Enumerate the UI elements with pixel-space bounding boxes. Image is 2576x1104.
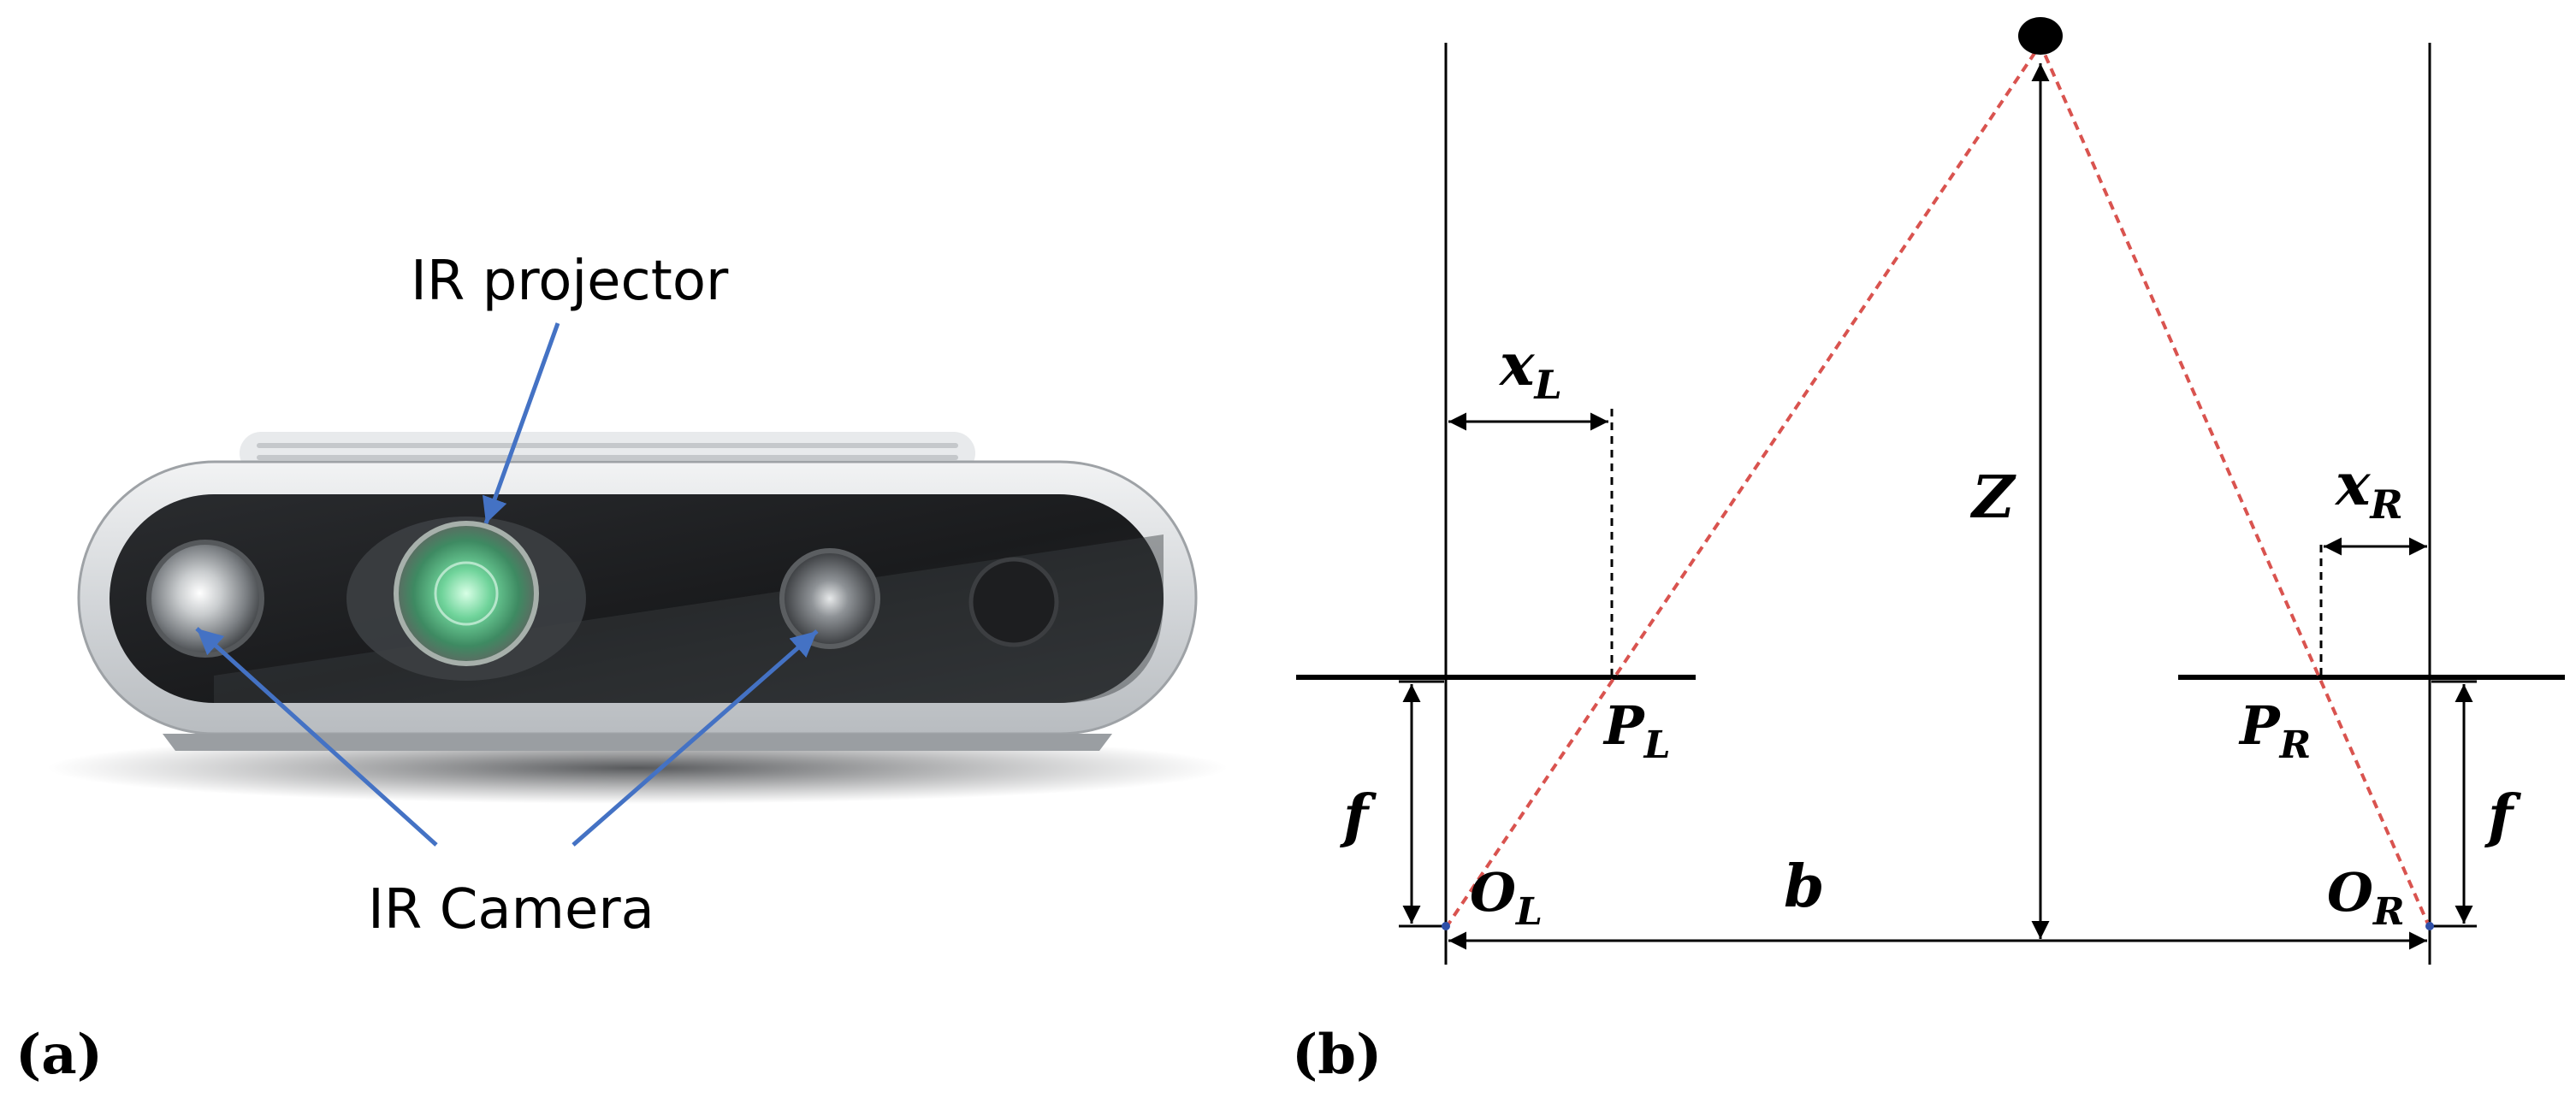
- right-ir-camera-lens: [779, 548, 880, 649]
- panel-a-caption: (a): [15, 1023, 103, 1087]
- left-ray: [1444, 43, 2042, 930]
- left-camera-center: [1442, 922, 1450, 930]
- right-ray: [2039, 44, 2431, 929]
- right-camera-center: [2425, 922, 2434, 930]
- b-symbol: b: [1784, 853, 1825, 921]
- projector-lens-inner: [434, 561, 499, 626]
- z-symbol: Z: [1969, 463, 2016, 532]
- panel-b: [1296, 17, 2565, 965]
- xl-symbol: xL: [1498, 331, 1562, 408]
- left-camera-arrow: [195, 627, 438, 847]
- pl-symbol: PL: [1602, 694, 1671, 767]
- f-right-symbol: f: [2484, 782, 2521, 851]
- vent-dots: [257, 443, 958, 460]
- ir-camera-label: IR Camera: [368, 878, 654, 942]
- base-strip: [163, 734, 1112, 751]
- f-left-symbol: f: [1340, 782, 1377, 851]
- rgb-camera-lens: [968, 557, 1059, 647]
- ir-projector-label: IR projector: [411, 250, 729, 313]
- xr-symbol: xR: [2334, 451, 2403, 528]
- ir-projector-lens: [394, 521, 539, 666]
- camera-faceplate: [110, 494, 1164, 703]
- pr-symbol: PR: [2238, 694, 2311, 767]
- panel-b-caption: (b): [1292, 1023, 1382, 1087]
- ol-symbol: OL: [1470, 861, 1543, 934]
- depth-camera-image: [47, 432, 1228, 804]
- or-symbol: OR: [2327, 861, 2405, 934]
- right-camera-arrow: [571, 629, 819, 847]
- projector-arrow: [483, 322, 560, 524]
- panel-a: IR projector IR Camera (a): [15, 250, 1228, 1087]
- object-point: [2018, 17, 2063, 55]
